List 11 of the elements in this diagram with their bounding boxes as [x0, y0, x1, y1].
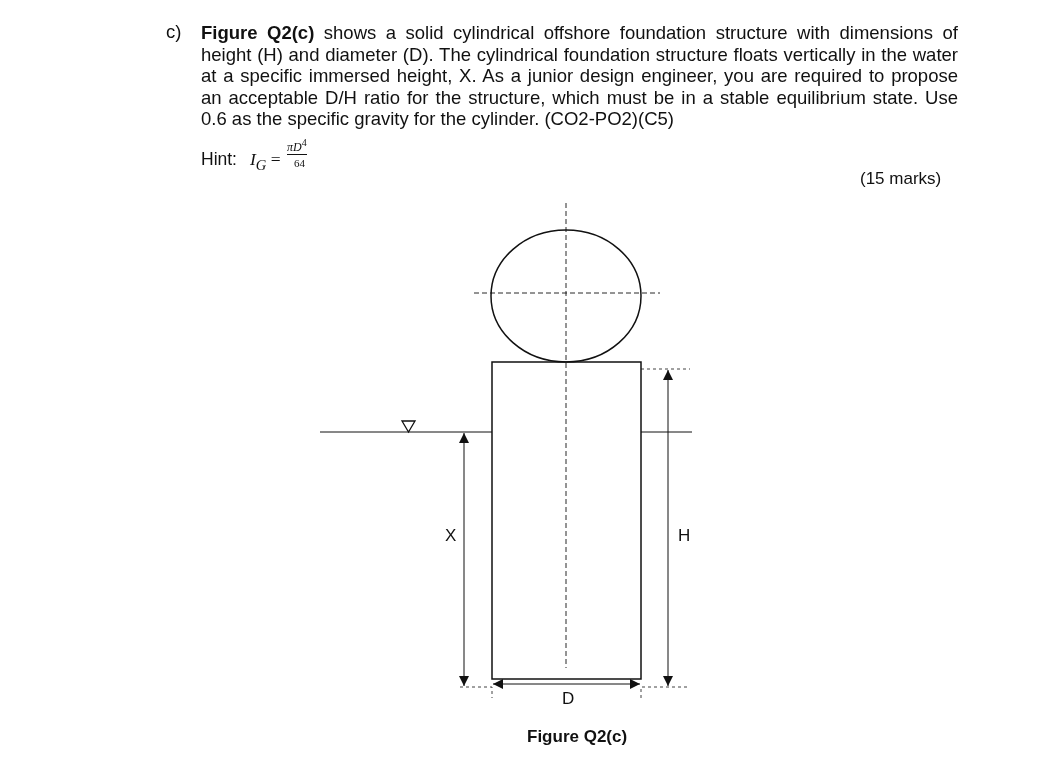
question-label: c) [166, 22, 182, 43]
marks-label: (15 marks) [860, 170, 942, 189]
question-text: Figure Q2(c) shows a solid cylindrical offshore foundation structure with dimensions of height (H) and diameter (D). The cylindrical foundation structure floats vertically in the water at a specific immersed height, X. As a junior design engineer, you are required to propose an acceptable D/H ratio for the structure, which must be in a stable equilibrium state. Use 0.6 as the specific gravity for the cylinder. (CO2-PO2)(C5) [201, 22, 958, 130]
dimension-label: X [445, 527, 457, 546]
formula-numerator: πD$^{4}$ [287, 137, 307, 156]
dimension-label: D [562, 690, 575, 709]
hint-label: Hint: [201, 150, 237, 170]
formula-text: I$_{G}$ = [250, 150, 281, 173]
figure-caption: Figure Q2(c) [527, 727, 628, 747]
formula-denominator: 64 [294, 157, 305, 170]
dimension-label: H [678, 527, 691, 546]
